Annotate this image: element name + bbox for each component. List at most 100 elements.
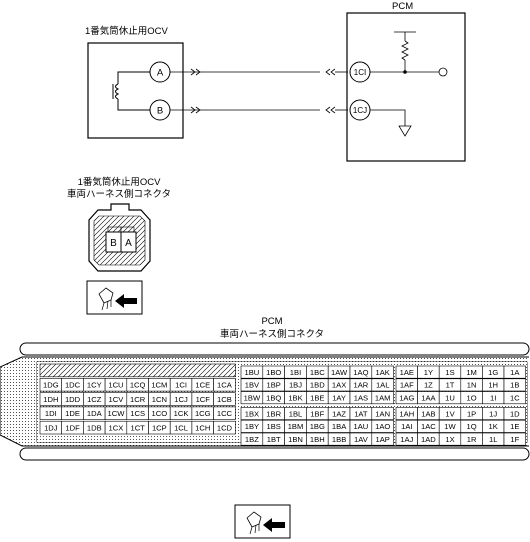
pin-c-4-8: 1CD [217,423,233,432]
pin-b-5-2: 1BN [288,435,303,444]
pin-a-1-5: 1B [510,381,519,390]
pin-b-5-4: 1BB [332,435,346,444]
pin-c-3-5: 1CO [152,409,168,418]
pin-b-3-0: 1BX [245,409,259,418]
pin-a-2-1: 1AA [421,394,436,403]
pin-a-2-0: 1AG [399,394,414,403]
pin-cell [213,392,236,406]
pin-a-5-1: 1AD [421,435,436,444]
pin-b-0-3: 1BC [310,368,325,377]
pin-a-5-5: 1F [510,435,519,444]
pin-a-5-4: 1L [489,435,497,444]
pin-b-2-4: 1AY [332,394,346,403]
pin-b-1-6: 1AL [376,381,390,390]
pin-a-1-1: 1Z [424,381,433,390]
ocv-pin-a: A [125,238,132,249]
pin-c-1-6: 1CI [175,381,187,390]
pin-b-2-5: 1AS [354,394,368,403]
pcm-terminal-1cj-label: 1CJ [353,106,367,115]
pin-b-3-5: 1AT [354,409,368,418]
pin-c-2-4: 1CR [130,395,146,404]
pin-b-3-4: 1AZ [332,409,346,418]
pin-cell [503,432,526,446]
pin-a-0-5: 1A [510,368,520,377]
pin-b-2-1: 1BQ [266,394,281,403]
pin-c-3-4: 1CS [130,409,145,418]
pin-a-1-2: 1T [446,381,455,390]
pin-c-2-8: 1CB [217,395,232,404]
pin-b-4-6: 1AO [375,422,390,431]
pin-c-2-5: 1CN [152,395,167,404]
pin-c-3-1: 1DE [65,409,80,418]
ocv-connector-drawing [88,203,151,272]
pin-c-2-6: 1CJ [174,395,188,404]
pin-a-0-2: 1S [445,368,454,377]
pin-c-1-5: 1CM [151,381,167,390]
pin-b-4-4: 1BA [332,422,347,431]
pin-b-1-3: 1BD [310,381,325,390]
ocv-title: 1番気筒休止用OCV [85,25,169,37]
pin-b-1-1: 1BP [267,381,281,390]
pin-b-4-3: 1BG [310,422,325,431]
ocv-connector-title-2: 車両ハーネス側コネクタ [67,188,171,200]
pin-b-2-0: 1BW [244,394,261,403]
pin-c-4-0: 1DJ [44,423,58,432]
pin-b-3-1: 1BR [266,409,281,418]
junction-dot [403,70,407,74]
pin-a-5-2: 1X [445,435,454,444]
pin-c-3-7: 1CG [195,409,211,418]
pin-cell [213,406,236,420]
pin-b-3-6: 1AN [375,409,390,418]
pin-a-0-4: 1G [488,368,498,377]
pin-b-1-0: 1BV [245,381,260,390]
pcm-title: PCM [392,1,413,12]
pin-b-2-6: 1AM [375,394,391,403]
pin-c-4-5: 1CP [152,423,167,432]
pin-b-5-6: 1AP [376,435,390,444]
pin-a-3-4: 1J [489,409,497,418]
resistor-icon [401,40,409,61]
pin-b-5-0: 1BZ [245,435,259,444]
pin-b-4-0: 1BY [245,422,259,431]
pin-b-1-4: 1AX [332,381,346,390]
pin-a-3-5: 1D [510,409,520,418]
pin-b-1-5: 1AR [354,381,369,390]
harness-view-icon-2 [234,504,291,539]
pin-cell [371,432,394,446]
pin-b-0-1: 1BO [266,368,281,377]
pin-c-3-3: 1CW [108,409,126,418]
pcm-terminal-1ci-label: 1CI [354,68,366,77]
pin-cell [503,407,526,420]
pin-a-2-4: 1I [490,394,496,403]
pin-c-2-0: 1DH [43,395,58,404]
pin-c-4-6: 1CL [174,423,188,432]
pin-c-1-1: 1DC [65,381,81,390]
pcm-connector-title-2: 車両ハーネス側コネクタ [220,328,324,340]
pin-b-4-1: 1BS [267,422,281,431]
pin-cell [503,419,526,433]
pin-a-1-3: 1N [467,381,477,390]
wires [170,68,348,114]
pin-b-2-2: 1BK [288,394,302,403]
pin-b-4-2: 1BM [288,422,304,431]
pin-c-4-2: 1DB [87,423,102,432]
pin-b-0-4: 1AW [331,368,348,377]
ocv-terminal-a-label: A [157,68,164,79]
pin-cell [213,377,236,392]
pin-a-2-3: 1O [467,394,477,403]
harness-view-icon [86,280,143,315]
ocv-box [87,42,184,139]
pin-c-2-7: 1CF [196,395,211,404]
pin-a-4-1: 1AC [421,422,436,431]
pin-c-1-3: 1CU [108,381,123,390]
pin-cell [503,391,526,405]
pin-cell [371,378,394,392]
ground-icon [398,125,412,137]
pin-c-1-4: 1CQ [130,381,146,390]
pin-c-1-7: 1CE [195,381,210,390]
pin-c-1-0: 1DG [43,381,59,390]
pin-a-4-4: 1K [489,422,498,431]
pin-a-0-1: 1Y [424,368,433,377]
